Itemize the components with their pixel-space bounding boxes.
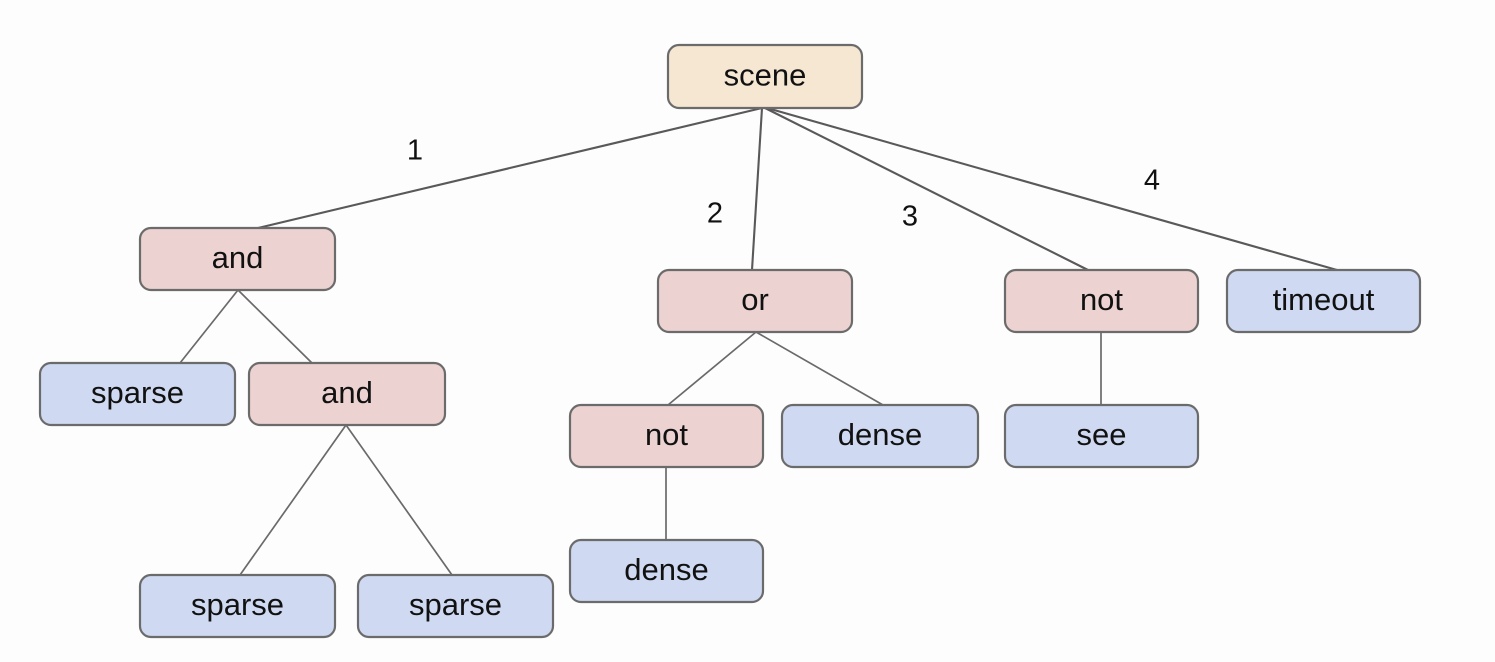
edge-label-2: 2 xyxy=(707,198,723,230)
node-not1[interactable]: not xyxy=(568,403,765,469)
node-label-and2: and xyxy=(321,375,373,410)
node-label-see1: see xyxy=(1077,417,1127,452)
node-label-not2: not xyxy=(1080,282,1123,317)
nodes-layer: scene and sparse and sparse sparse or not dense d… xyxy=(38,43,1422,639)
edge-and1-to-sparse1 xyxy=(179,289,239,364)
node-box-not1 xyxy=(568,403,765,469)
edge-label-3: 3 xyxy=(902,201,918,233)
node-label-timeout: timeout xyxy=(1273,282,1375,317)
node-dense1[interactable]: dense xyxy=(780,403,980,469)
edge-or1-to-not1 xyxy=(667,331,757,406)
node-timeout[interactable]: timeout xyxy=(1225,268,1422,334)
node-or1[interactable]: or xyxy=(656,268,854,334)
node-box-dense1 xyxy=(780,403,980,469)
node-scene[interactable]: scene xyxy=(666,43,864,110)
node-label-sparse3: sparse xyxy=(409,587,502,622)
node-sparse3[interactable]: sparse xyxy=(356,573,555,639)
edge-or1-to-dense1 xyxy=(755,331,884,406)
node-sparse2[interactable]: sparse xyxy=(138,573,337,639)
node-and2[interactable]: and xyxy=(247,361,447,427)
edge-and1-to-and2 xyxy=(237,289,313,364)
node-label-or1: or xyxy=(741,282,769,317)
node-label-not1: not xyxy=(645,417,688,452)
edge-scene-to-and1 xyxy=(256,106,764,230)
edge-scene-to-not2 xyxy=(763,106,1090,272)
edge-scene-to-timeout xyxy=(765,106,1339,272)
edge-label-4: 4 xyxy=(1144,165,1160,197)
edge-scene-to-or1 xyxy=(750,106,764,272)
edge-and2-to-sparse3 xyxy=(345,424,453,576)
node-box-dense2 xyxy=(568,538,765,604)
edges-layer xyxy=(179,106,1339,576)
node-label-sparse2: sparse xyxy=(191,587,284,622)
node-sparse1[interactable]: sparse xyxy=(38,361,237,427)
node-dense2[interactable]: dense xyxy=(568,538,765,604)
node-not2[interactable]: not xyxy=(1003,268,1200,334)
node-label-and1: and xyxy=(212,240,264,275)
edge-labels-layer: 1 2 3 4 xyxy=(407,135,1160,233)
node-label-dense2: dense xyxy=(624,552,708,587)
node-label-scene: scene xyxy=(724,58,807,93)
node-and1[interactable]: and xyxy=(138,226,337,292)
edge-and2-to-sparse2 xyxy=(239,424,347,576)
node-box-see1 xyxy=(1003,403,1200,469)
node-box-sparse2 xyxy=(138,573,337,639)
node-box-and1 xyxy=(138,226,337,292)
node-box-scene xyxy=(666,43,864,110)
node-label-sparse1: sparse xyxy=(91,375,184,410)
node-box-sparse3 xyxy=(356,573,555,639)
node-box-sparse1 xyxy=(38,361,237,427)
node-box-not2 xyxy=(1003,268,1200,334)
node-label-dense1: dense xyxy=(838,417,922,452)
node-box-and2 xyxy=(247,361,447,427)
node-see1[interactable]: see xyxy=(1003,403,1200,469)
node-box-timeout xyxy=(1225,268,1422,334)
node-box-or1 xyxy=(656,268,854,334)
edge-label-1: 1 xyxy=(407,135,423,167)
